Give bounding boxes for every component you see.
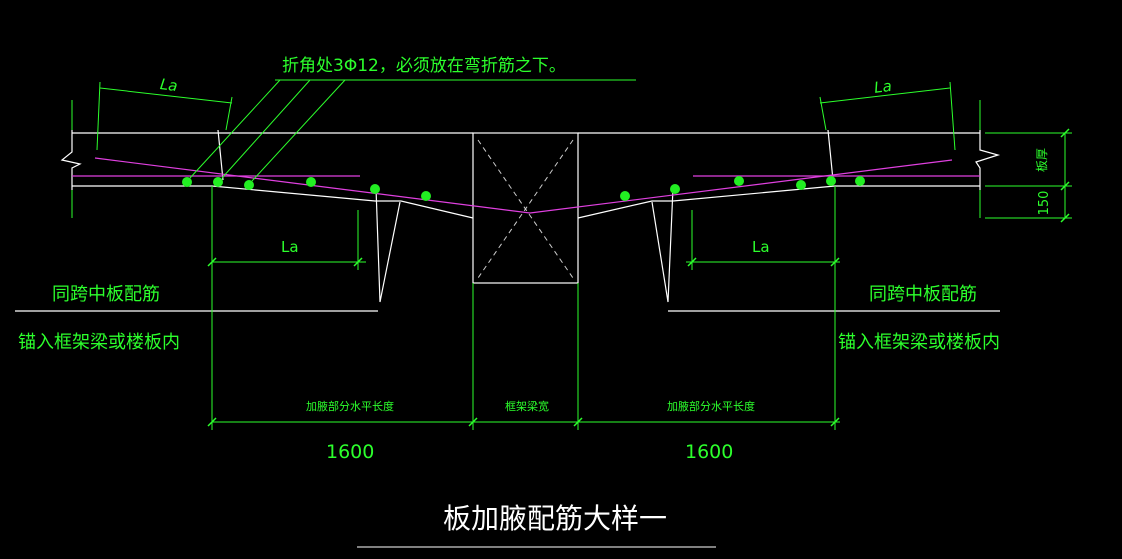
rebar-dot (182, 177, 192, 187)
beam-width-label: 框架梁宽 (505, 399, 549, 413)
thickness-label: 板厚 (1035, 148, 1049, 172)
la-top-left-dim (99, 87, 233, 104)
dim-1600-left-label: 1600 (326, 441, 374, 463)
rebar-dots (182, 176, 865, 201)
la-top-right-ext-1 (819, 96, 827, 131)
rebar-hooks (15, 129, 1000, 312)
anchor-left-label: 锚入框架梁或楼板内 (18, 332, 180, 353)
tick (687, 257, 697, 267)
rebar-dot (855, 176, 865, 186)
rebar-dot (826, 176, 836, 186)
tick (353, 257, 363, 267)
left-hook (375, 187, 401, 303)
right-break-line (975, 130, 1001, 190)
la-mid-right-label: La (752, 238, 770, 256)
tick (468, 417, 478, 427)
concrete-outline (60, 130, 1001, 284)
rebar-dot (734, 176, 744, 186)
rebar-dot (306, 177, 316, 187)
la-top-right-dim (819, 87, 951, 104)
left-haunch-bottom-edge (211, 185, 474, 219)
beam-cross-hatch (477, 139, 574, 279)
right-hook (651, 187, 674, 303)
haunch-horizontal-left-label: 加腋部分水平长度 (306, 399, 394, 413)
rebar-dot (620, 191, 630, 201)
anchor-right-label: 锚入框架梁或楼板内 (838, 332, 1000, 353)
rebar-dot (370, 184, 380, 194)
callout-leader-1 (189, 79, 281, 179)
la-top-left-ext-1 (96, 81, 101, 151)
beam-diagonal-2 (477, 139, 574, 279)
rebar-dot (796, 180, 806, 190)
tick (1060, 181, 1070, 191)
tick (830, 417, 840, 427)
right-la-leader (827, 129, 834, 181)
tick (207, 257, 217, 267)
frame-beam-outline (472, 132, 579, 284)
rebar-dot (670, 184, 680, 194)
la-top-left-ext-2 (225, 96, 233, 131)
dim-1600-right-label: 1600 (685, 441, 733, 463)
haunch-horizontal-right-label: 加腋部分水平长度 (667, 399, 755, 413)
dim-150-label: 150 (1037, 191, 1052, 216)
tick (207, 417, 217, 427)
drawing-title: 板加腋配筋大样一 (443, 502, 667, 535)
tick (1060, 213, 1070, 223)
rebar-dot (244, 180, 254, 190)
la-top-right-label: La (873, 77, 893, 97)
right-haunch-bottom-edge (577, 185, 836, 219)
rebar-dot (213, 177, 223, 187)
rebar-lines (72, 157, 980, 214)
callout-leader-2 (221, 79, 311, 179)
la-top-right-ext-2 (949, 81, 956, 151)
dimension-ticks (207, 128, 1070, 427)
tick (830, 257, 840, 267)
tick (1060, 128, 1070, 138)
left-break-line (60, 130, 82, 190)
tick (573, 417, 583, 427)
la-mid-left-label: La (281, 238, 299, 256)
rebar-dot (421, 191, 431, 201)
same-span-left-label: 同跨中板配筋 (52, 284, 160, 305)
left-la-leader (217, 129, 224, 181)
la-top-left-label: La (159, 75, 179, 95)
dimension-lines (71, 79, 1072, 430)
callout-leader-3 (251, 79, 346, 182)
same-span-right-label: 同跨中板配筋 (869, 284, 977, 305)
callout-note: 折角处3Φ12，必须放在弯折筋之下。 (282, 56, 566, 76)
